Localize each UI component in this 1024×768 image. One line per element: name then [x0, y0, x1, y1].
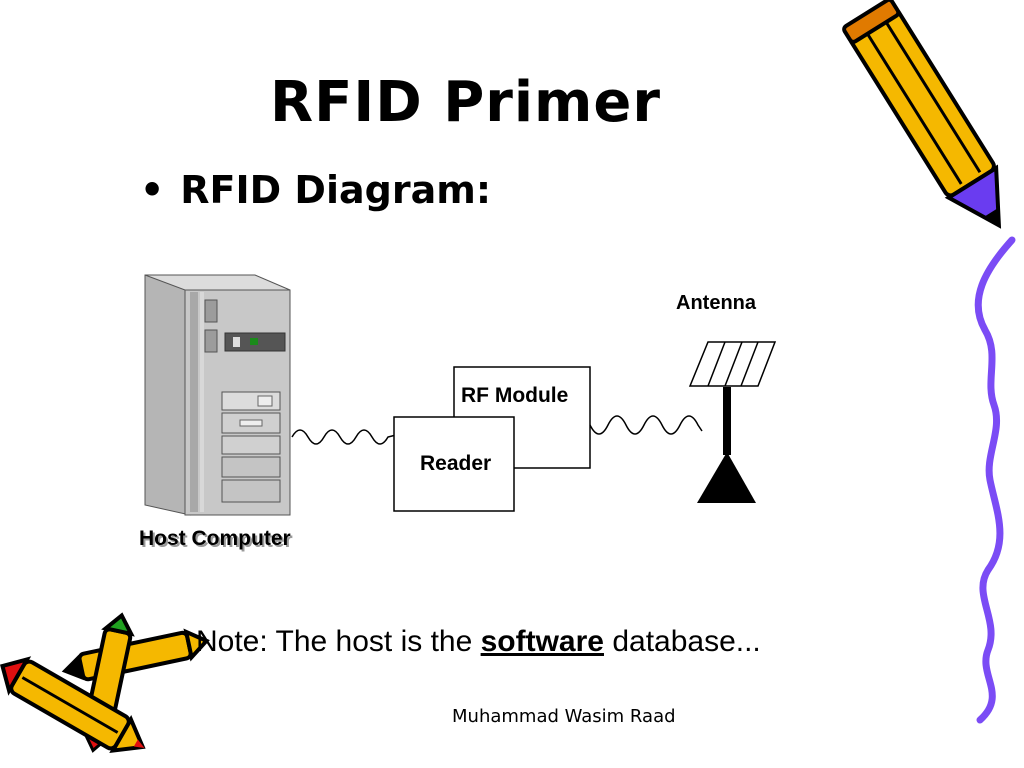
reader-box — [393, 416, 515, 512]
pencil-icon — [61, 628, 210, 682]
pencil-icon — [0, 656, 146, 754]
pencil-icon — [842, 0, 1002, 229]
antenna-icon — [688, 341, 777, 503]
bullet-dot: • — [140, 168, 165, 212]
antenna-label: Antenna — [676, 292, 756, 314]
footer-author: Muhammad Wasim Raad — [452, 706, 676, 727]
note-suffix: database... — [603, 625, 761, 658]
slide-title: RFID Primer — [270, 70, 661, 135]
reader-label: Reader — [420, 452, 492, 475]
connection-rf-antenna — [589, 415, 703, 435]
bullet-text: RFID Diagram: — [180, 168, 492, 212]
connection-host-reader — [291, 429, 397, 445]
computer-tower-icon — [144, 274, 291, 516]
bullet-item: • RFID Diagram: — [140, 168, 491, 212]
wavy-border — [974, 236, 1016, 724]
note-emphasis: software — [480, 625, 604, 658]
note-text: Note: The host is the software database.… — [196, 625, 761, 659]
note-prefix: Note: The host is the — [196, 625, 481, 658]
rf-module-label: RF Module — [461, 384, 569, 407]
host-computer-label: Host Computer — [139, 527, 291, 550]
